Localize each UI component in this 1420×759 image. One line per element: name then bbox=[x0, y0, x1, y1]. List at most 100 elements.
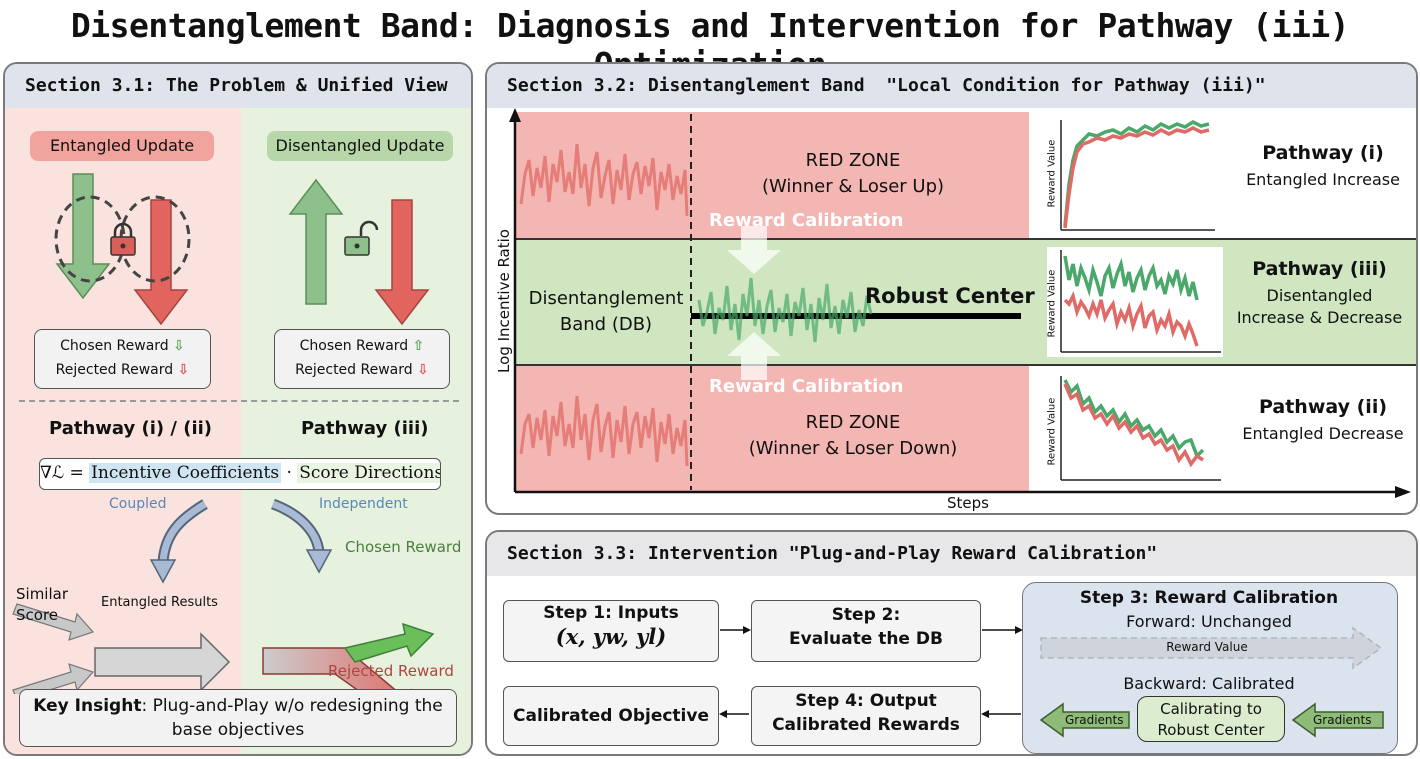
pathway-i-title: Pathway (i) bbox=[1262, 142, 1384, 164]
gradients-left-label: Gradients bbox=[1065, 713, 1124, 727]
red-zone-top-label: RED ZONE (Winner & Loser Up) bbox=[733, 148, 973, 200]
trace-band-center bbox=[697, 277, 873, 343]
rejected-reward-out-label: Rejected Reward bbox=[328, 662, 454, 680]
arrow-up-green-icon: ⇧ bbox=[412, 338, 425, 354]
pathway-i-ii-label: Pathway (i) / (ii) bbox=[49, 418, 213, 439]
disentangled-update-label: Disentangled Update bbox=[267, 131, 453, 161]
mini-iii-ylabel: Reward Value bbox=[1046, 269, 1058, 338]
step-4-title: Step 4: Output bbox=[795, 691, 937, 711]
chosen-reward-text: Chosen Reward bbox=[60, 338, 169, 354]
reward-calibration-bottom: Reward Calibration bbox=[709, 376, 904, 397]
mini-ii-red bbox=[1063, 383, 1204, 468]
chosen-reward-text-2: Chosen Reward bbox=[299, 338, 409, 354]
key-insight-text: : Plug-and-Play w/o redesigning the base… bbox=[141, 696, 443, 740]
green-up-arrow bbox=[288, 178, 344, 305]
reward-calibration-top: Reward Calibration bbox=[709, 210, 904, 231]
pathway-ii-sub: Entangled Decrease bbox=[1242, 424, 1404, 443]
mini-i-ylabel: Reward Value bbox=[1046, 139, 1058, 208]
green-band bbox=[515, 238, 1416, 366]
formula-score: Score Directions bbox=[297, 463, 440, 483]
step-1-title: Step 1: Inputs bbox=[543, 603, 679, 623]
reward-value-arrow bbox=[1040, 626, 1383, 670]
formula-lhs: ∇ℒ = bbox=[40, 463, 84, 483]
similar-score-label: Similar Score bbox=[16, 585, 68, 624]
calibrated-objective-label: Calibrated Objective bbox=[513, 706, 709, 726]
split-arrow bbox=[262, 622, 435, 694]
entangled-results-arrow bbox=[94, 632, 231, 692]
pathway-iii-sub-1: Disentangled bbox=[1266, 286, 1373, 305]
mini-i-green bbox=[1063, 119, 1210, 227]
forward-label: Forward: Unchanged bbox=[1126, 612, 1292, 631]
reward-value-label: Reward Value bbox=[1166, 640, 1248, 654]
gradients-right-label: Gradients bbox=[1313, 713, 1372, 727]
section-3-3-heading: Section 3.3: Intervention "Plug-and-Play… bbox=[487, 532, 1416, 576]
step-3-title: Step 3: Reward Calibration bbox=[1079, 588, 1339, 608]
mini-ii-green bbox=[1063, 379, 1205, 460]
coupled-label: Coupled bbox=[109, 496, 167, 512]
pathway-ii-title: Pathway (ii) bbox=[1258, 396, 1388, 418]
band-chart-svg bbox=[509, 108, 1411, 498]
db-label: Disentanglement Band (DB) bbox=[521, 286, 691, 338]
rejected-reward-text-2: Rejected Reward bbox=[295, 362, 413, 378]
trace-bottom-left bbox=[519, 395, 689, 467]
entangled-update-label: Entangled Update bbox=[30, 131, 214, 161]
step-2-sub: Evaluate the DB bbox=[789, 629, 943, 649]
red-down-arrow bbox=[133, 199, 189, 326]
red-zone-top-line2: (Winner & Loser Up) bbox=[761, 176, 945, 197]
mini-iii-green bbox=[1063, 255, 1199, 301]
gradients-right-arrow bbox=[1291, 702, 1384, 738]
section-3-2-heading: Section 3.2: Disentanglement Band "Local… bbox=[487, 64, 1416, 108]
pathway-ii-desc: Pathway (ii) Entangled Decrease bbox=[1223, 396, 1416, 443]
red-zone-top-line1: RED ZONE bbox=[805, 150, 901, 171]
update-arrows bbox=[54, 173, 430, 326]
pathway-iii-title: Pathway (iii) bbox=[1252, 258, 1387, 280]
mini-iii-red bbox=[1063, 290, 1199, 347]
step-2-title: Step 2: bbox=[831, 605, 901, 625]
calibration-arrow-up bbox=[727, 332, 781, 380]
entangled-ring-right bbox=[119, 195, 191, 283]
pathway-i-sub: Entangled Increase bbox=[1246, 170, 1400, 189]
calibrating-box: Calibrating to Robust Center bbox=[1137, 696, 1285, 742]
red-zone-bottom-line1: RED ZONE bbox=[805, 412, 901, 433]
pathway-iii-label: Pathway (iii) bbox=[301, 418, 429, 439]
disentangled-reward-box: Chosen Reward ⇧ Rejected Reward ⇩ bbox=[274, 329, 450, 389]
red-zone-bottom-label: RED ZONE (Winner & Loser Down) bbox=[733, 410, 973, 462]
unlock-icon bbox=[344, 220, 379, 256]
arrow-down-green-icon: ⇩ bbox=[173, 338, 185, 354]
red-zone-bottom bbox=[515, 366, 1029, 492]
formula-dot: · bbox=[286, 463, 292, 483]
bottom-flow-svg bbox=[12, 498, 435, 694]
lock-icon bbox=[110, 222, 136, 256]
section-3-1-panel: Section 3.1: The Problem & Unified View … bbox=[3, 62, 473, 756]
step-4-box: Step 4: Output Calibrated Rewards bbox=[751, 686, 981, 746]
mini-ii-ylabel: Reward Value bbox=[1046, 397, 1058, 466]
section-3-3-panel: Section 3.3: Intervention "Plug-and-Play… bbox=[485, 530, 1418, 756]
chosen-reward-out-label: Chosen Reward bbox=[345, 538, 462, 556]
section-divider bbox=[19, 400, 459, 402]
entangled-reward-box: Chosen Reward ⇩ Rejected Reward ⇩ bbox=[34, 329, 211, 389]
step-1-math: (x, yw, yl) bbox=[555, 624, 667, 649]
calibrated-objective-box: Calibrated Objective bbox=[503, 686, 719, 746]
input-arrow-top bbox=[12, 603, 95, 641]
calibrating-line1: Calibrating to bbox=[1160, 700, 1262, 718]
gradient-formula: ∇ℒ = Incentive Coefficients · Score Dire… bbox=[39, 458, 441, 490]
input-arrow-bottom bbox=[12, 663, 95, 694]
red-down-arrow-2 bbox=[374, 199, 430, 326]
section-3-2-panel: Section 3.2: Disentanglement Band "Local… bbox=[485, 62, 1418, 515]
arrow-down-red-icon: ⇩ bbox=[177, 362, 190, 378]
section-3-1-heading: Section 3.1: The Problem & Unified View bbox=[5, 64, 471, 108]
mini-charts-svg bbox=[1047, 116, 1223, 484]
robust-center-label: Robust Center bbox=[865, 284, 1035, 308]
calibrating-line2: Robust Center bbox=[1157, 721, 1265, 739]
x-axis-label: Steps bbox=[947, 494, 989, 512]
flow-arrows-svg bbox=[719, 626, 1384, 738]
key-insight-bold: Key Insight bbox=[33, 696, 142, 716]
step-2-box: Step 2: Evaluate the DB bbox=[751, 600, 981, 662]
calibration-arrow-down bbox=[727, 226, 781, 274]
pathway-iii-sub-2: Increase & Decrease bbox=[1236, 308, 1403, 327]
step-4-sub: Calibrated Rewards bbox=[772, 715, 960, 735]
db-label-line1: Disentanglement bbox=[528, 288, 684, 309]
db-label-line2: Band (DB) bbox=[559, 314, 653, 335]
red-zone-top bbox=[515, 112, 1029, 238]
step-1-box: Step 1: Inputs (x, yw, yl) bbox=[503, 600, 719, 662]
